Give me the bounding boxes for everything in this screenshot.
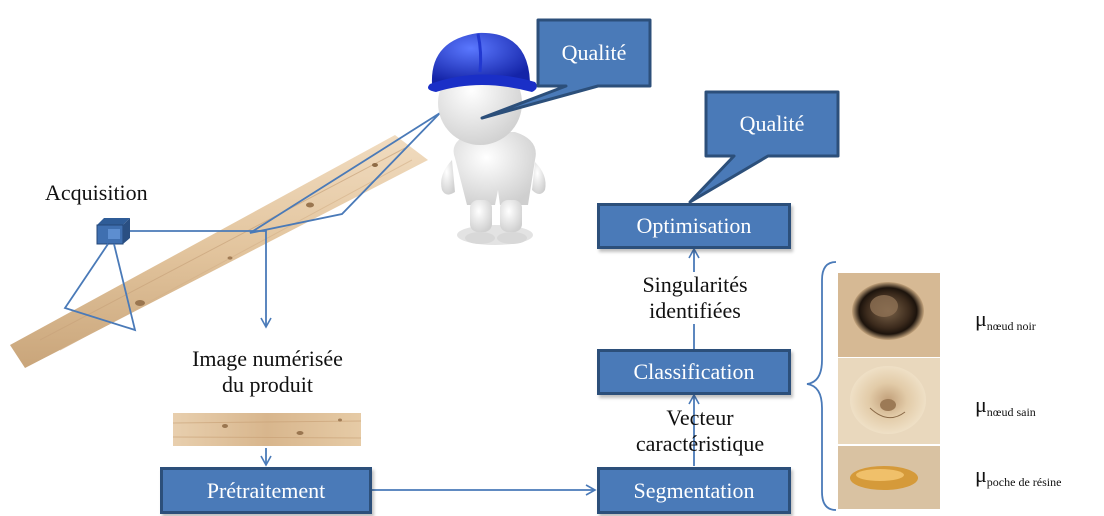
class-label-knot-black: μnœud noir <box>975 306 1036 334</box>
resin-pocket-sample-image <box>838 446 940 509</box>
singularities-label-line1: Singularités <box>642 272 748 297</box>
classification-box: Classification <box>597 349 791 395</box>
class-brace <box>806 261 837 511</box>
quality-callout-right-text: Qualité <box>739 111 805 136</box>
class-name-1: nœud noir <box>986 319 1036 333</box>
class-label-resin-pocket: μpoche de résine <box>975 462 1061 490</box>
camera-icon <box>96 218 130 245</box>
singularities-label: Singularités identifiées <box>610 272 780 324</box>
worker-figure-icon <box>428 32 546 245</box>
scanned-image-label-line2: du produit <box>221 372 314 397</box>
singularities-label-line2: identifiées <box>649 298 741 323</box>
knot-sound-sample-image <box>838 358 940 444</box>
acquisition-label: Acquisition <box>45 180 148 205</box>
feature-vector-label-line2: caractéristique <box>635 431 765 456</box>
class-mu-symbol-1: μ <box>975 306 987 331</box>
camera-field-of-view <box>63 243 137 332</box>
scanned-image-label: Image numérisée du produit <box>160 346 375 398</box>
knot-black-sample-image <box>838 273 940 357</box>
pretraitement-box: Prétraitement <box>160 467 372 514</box>
quality-callout-top-text: Qualité <box>561 40 627 65</box>
class-name-3: poche de résine <box>986 475 1062 489</box>
optimisation-box: Optimisation <box>597 203 791 249</box>
arrow-camera-to-image <box>130 230 272 329</box>
quality-callout-right-shape <box>688 90 840 204</box>
viewer-field-of-view <box>249 112 441 234</box>
segmentation-box: Segmentation <box>597 467 791 514</box>
scanned-image-label-line1: Image numérisée <box>192 346 343 371</box>
class-mu-symbol-2: μ <box>975 392 987 417</box>
quality-callout-top-shape <box>480 18 652 120</box>
class-name-2: nœud sain <box>986 405 1036 419</box>
scanned-product-image <box>172 413 362 446</box>
wood-plank-image <box>10 135 428 368</box>
feature-vector-label: Vecteur caractéristique <box>620 405 780 457</box>
class-label-knot-sound: μnœud sain <box>975 392 1036 420</box>
class-mu-symbol-3: μ <box>975 462 987 487</box>
feature-vector-label-line1: Vecteur <box>666 405 734 430</box>
